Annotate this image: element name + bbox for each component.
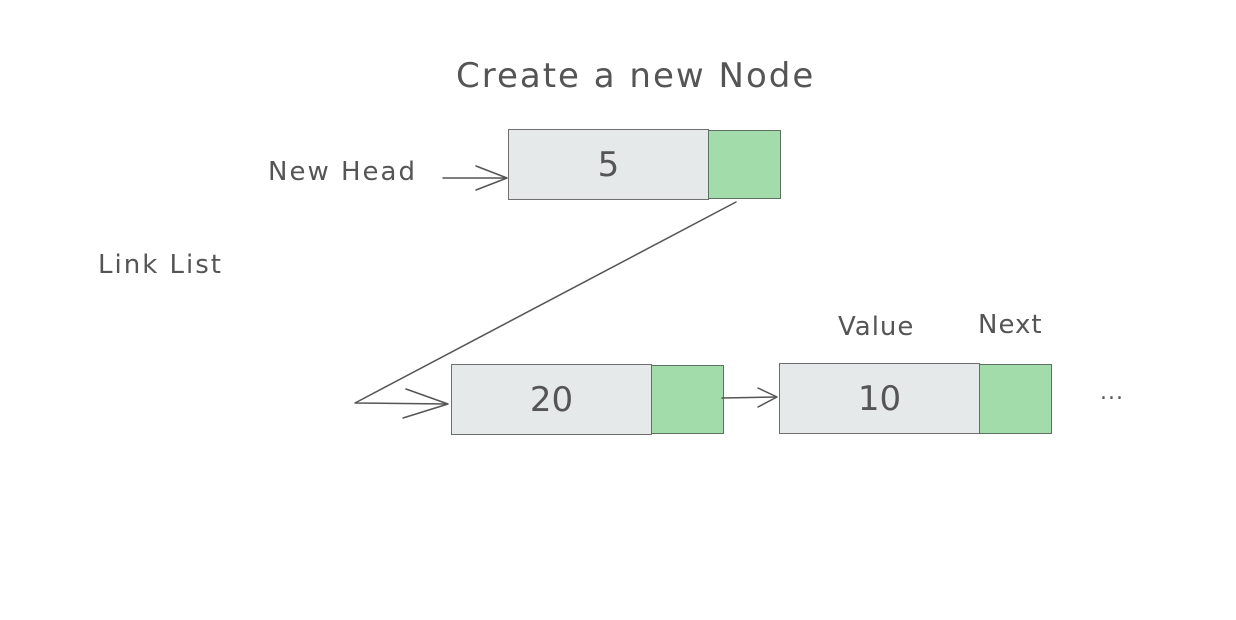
head-node-next-box xyxy=(651,365,724,434)
new-node-next-box xyxy=(708,130,781,199)
new-head-label: New Head xyxy=(268,157,417,187)
more-nodes-ellipsis: ... xyxy=(1100,380,1124,405)
value-field-label: Value xyxy=(838,312,915,342)
next-field-label: Next xyxy=(978,310,1043,340)
link-list-label: Link List xyxy=(98,250,223,280)
second-node-next-box xyxy=(979,364,1052,434)
head-to-second-node-arrow xyxy=(721,387,778,408)
second-node-value-box: 10 xyxy=(779,363,980,434)
head-node-value-box: 20 xyxy=(451,364,652,435)
diagram-title: Create a new Node xyxy=(456,56,816,96)
new-head-arrow xyxy=(442,165,508,191)
new-node-to-head-link xyxy=(354,201,737,419)
